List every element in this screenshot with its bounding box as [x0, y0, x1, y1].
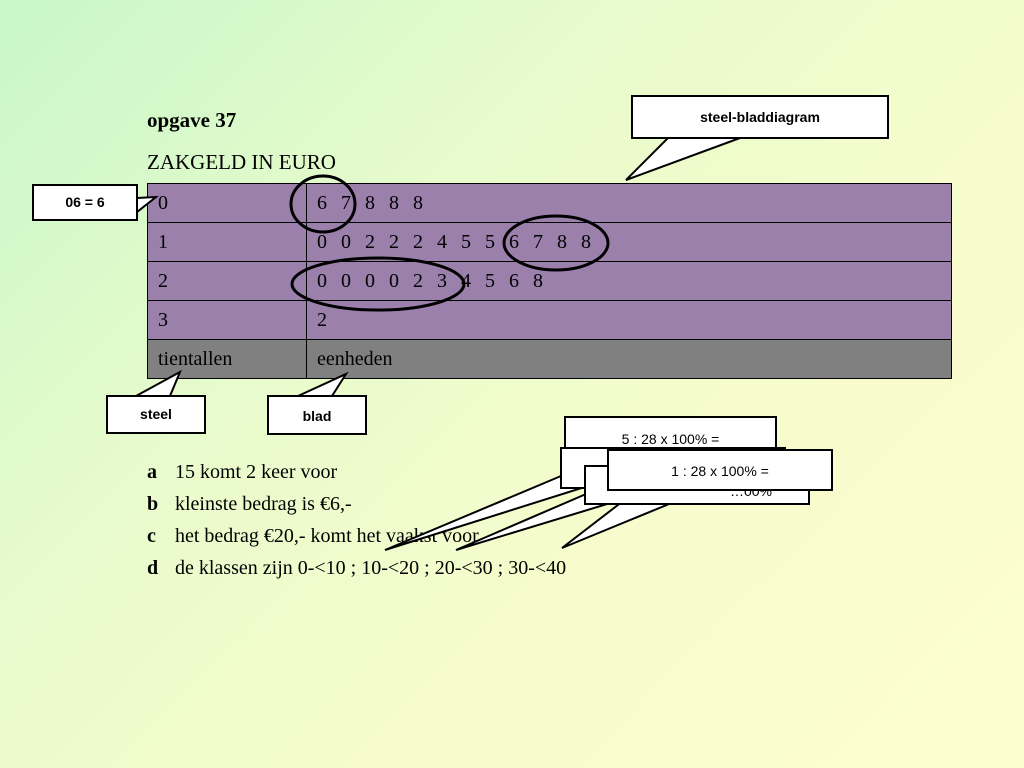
exercise-title: opgave 37 — [147, 108, 237, 132]
table-footer-row: tientallen eenheden — [147, 339, 952, 379]
leaf-digit: 5 — [485, 269, 495, 292]
callout-text: blad — [302, 408, 332, 424]
calc-callout-front: 1 : 28 x 100% = — [607, 449, 833, 491]
leaf-digit: 2 — [365, 230, 375, 253]
leaf-digit: 5 — [485, 230, 495, 253]
leaf-digit: 7 — [341, 191, 351, 214]
key-callout: 06 = 6 — [32, 184, 138, 221]
callout-text: 06 = 6 — [65, 194, 105, 210]
leaf-digit: 8 — [557, 230, 567, 253]
answer-letter: a — [147, 461, 157, 483]
callout-tail — [625, 137, 741, 181]
leaf-digit: 8 — [365, 191, 375, 214]
highlight-ring — [289, 174, 357, 234]
callout-text: steel — [140, 406, 172, 422]
leaf-digit: 2 — [317, 308, 327, 331]
answer-text: 15 komt 2 keer voor — [175, 461, 338, 483]
leaf-digit: 2 — [413, 230, 423, 253]
highlight-ring — [290, 256, 466, 312]
stem-header: tientallen — [147, 339, 307, 379]
leaf-digit: 8 — [389, 191, 399, 214]
leaf-digit: 4 — [461, 269, 471, 292]
leaf-callout: blad — [267, 395, 367, 435]
leaf-digit: 8 — [413, 191, 423, 214]
callout-text: 1 : 28 x 100% = — [671, 463, 769, 479]
table-caption: ZAKGELD IN EURO — [147, 150, 336, 174]
leaf-digit: 4 — [437, 230, 447, 253]
leaf-digit: 0 — [317, 269, 327, 292]
stem-callout: steel — [106, 395, 206, 434]
stem-cell: 2 — [147, 261, 307, 301]
answer-text: de klassen zijn 0-<10 ; 10-<20 ; 20-<30 … — [175, 557, 567, 579]
answer-item: b kleinste bedrag is €6,- — [147, 490, 566, 522]
leaf-digit: 3 — [437, 269, 447, 292]
answer-letter: b — [147, 493, 159, 515]
leaf-header: eenheden — [306, 339, 952, 379]
answer-text: kleinste bedrag is €6,- — [175, 493, 352, 515]
leaf-digit: 0 — [365, 269, 375, 292]
leaf-digit: 8 — [533, 269, 543, 292]
diagram-callout: steel-bladdiagram — [631, 95, 889, 139]
leaf-digit: 6 — [317, 191, 327, 214]
leaf-digit: 5 — [461, 230, 471, 253]
answer-item: a 15 komt 2 keer voor — [147, 458, 566, 490]
leaf-digit: 2 — [389, 230, 399, 253]
leaf-digit: 0 — [341, 269, 351, 292]
leaf-digit: 6 — [509, 230, 519, 253]
leaf-digit: 2 — [413, 269, 423, 292]
leaf-digit: 7 — [533, 230, 543, 253]
stem-cell: 1 — [147, 222, 307, 262]
callout-text: 5 : 28 x 100% = — [621, 431, 720, 447]
callout-tail — [136, 195, 160, 215]
answer-letter: c — [147, 525, 156, 547]
leaf-digit: 6 — [509, 269, 519, 292]
leaf-digit: 0 — [341, 230, 351, 253]
callout-tail — [135, 369, 183, 397]
leaf-digit: 8 — [581, 230, 591, 253]
answer-item: d de klassen zijn 0-<10 ; 10-<20 ; 20-<30… — [147, 554, 566, 586]
leaf-digit: 0 — [317, 230, 327, 253]
callout-text: steel-bladdiagram — [700, 109, 820, 125]
callout-tail — [297, 371, 349, 397]
leaf-digit: 0 — [389, 269, 399, 292]
stem-cell: 0 — [147, 183, 307, 223]
answer-letter: d — [147, 557, 159, 579]
stem-cell: 3 — [147, 300, 307, 340]
highlight-ring — [502, 214, 610, 272]
